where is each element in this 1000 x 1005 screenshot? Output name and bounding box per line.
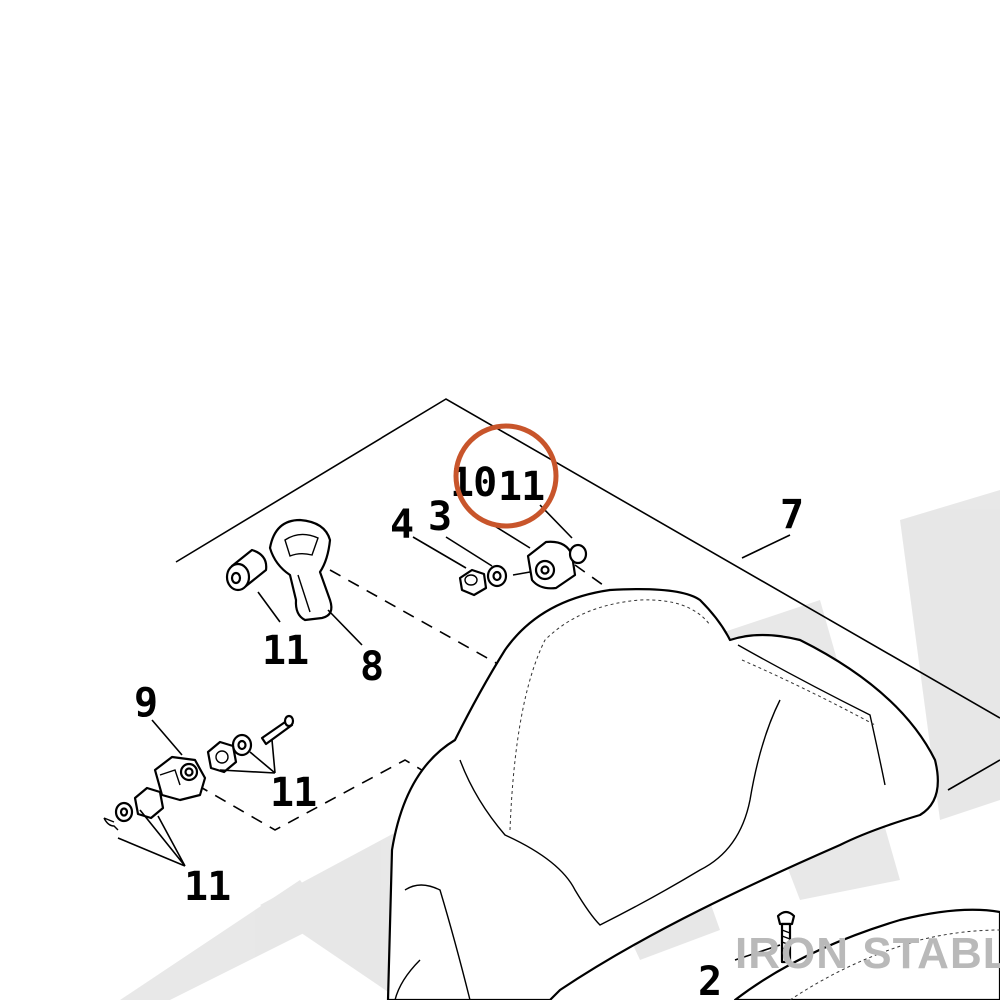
watermark-brand: IRON STABLE [735,929,1000,978]
washer-3 [486,564,508,588]
callout-4: 4 [390,502,413,548]
hex-nut-right [206,740,238,774]
highlight-circle [453,423,559,529]
bracket-arm [268,518,333,622]
pivot-block [512,540,588,590]
callout-3: 3 [428,494,451,540]
callout-8: 8 [360,644,383,690]
washer-right [231,733,253,757]
clevis-block [153,755,207,802]
backrest-pad [386,588,939,1002]
leader-lines [117,504,791,961]
callout-11-hardware-left: 11 [184,864,230,910]
assembly-dashed-lines [196,564,611,831]
callout-11-pivot: 11 [498,464,544,510]
callout-11-hardware-right: 11 [270,770,316,816]
screw-2 [776,910,796,964]
assembly-boundary [175,398,1000,791]
washer-left [114,801,134,823]
nut-4 [458,568,488,597]
callout-2: 2 [698,959,721,1000]
seat-edge [733,908,1000,1002]
pin-bolt [260,714,295,746]
callout-11-bushing: 11 [262,628,308,674]
callout-7: 7 [780,492,803,538]
cotter-pin [103,817,119,831]
rubber-bushing [225,548,268,592]
hex-nut-left [133,786,165,820]
callout-9: 9 [134,680,157,726]
